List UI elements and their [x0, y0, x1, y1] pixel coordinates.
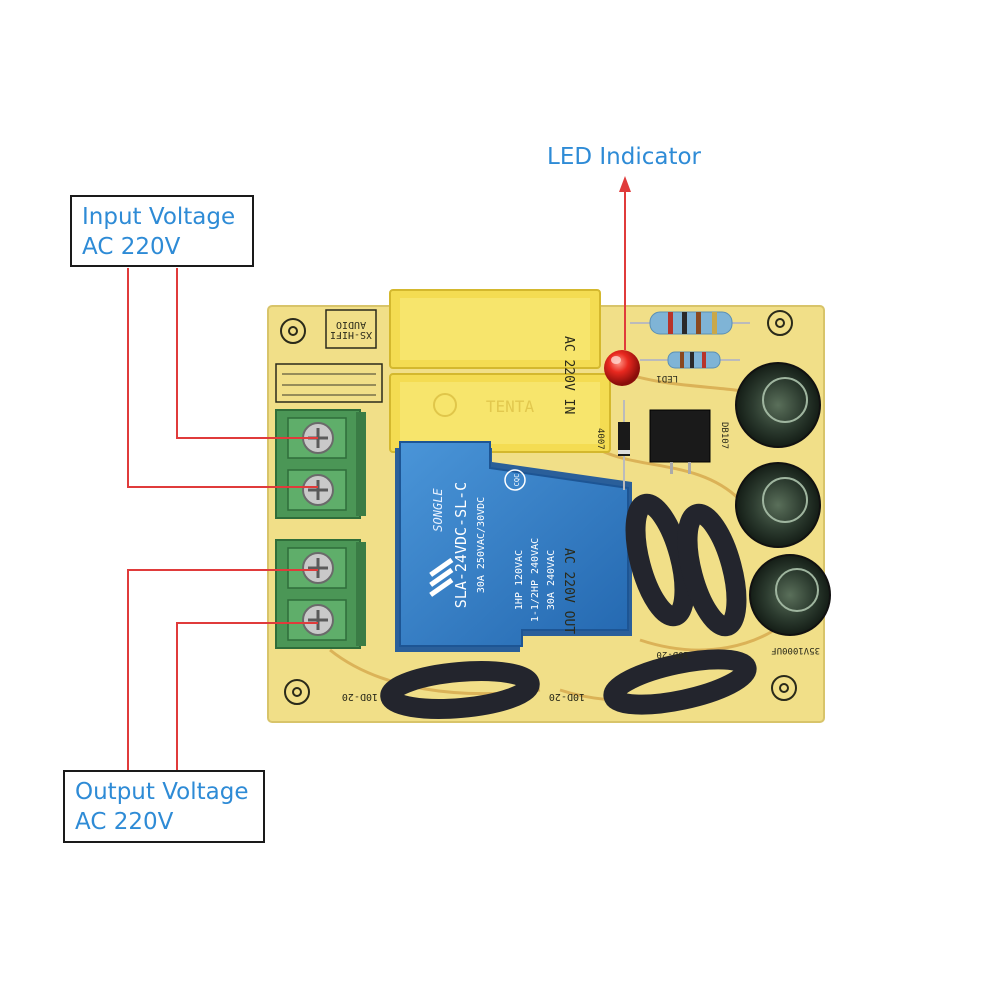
leader-input-1: [176, 268, 318, 439]
led-indicator-label: LED Indicator: [547, 144, 702, 170]
relay-model: SLA-24VDC-SL-C: [452, 482, 470, 608]
xs-label: XS-HIFI: [330, 329, 372, 340]
capacitor-ref: 35V1000UF: [771, 645, 820, 655]
relay-rating-b: 1HP 120VAC: [514, 550, 525, 610]
led-ref: LED1: [656, 373, 678, 383]
thermistors: [380, 493, 757, 719]
input-voltage-line1: Input Voltage: [82, 204, 236, 230]
terminal-label-input: AC 220V IN: [561, 336, 576, 414]
thermistor-ref-3: 10D-20: [656, 649, 689, 659]
relay-rating-a: 30A 250VAC/30VDC: [476, 497, 487, 593]
output-voltage-callout: Output Voltage AC 220V: [63, 770, 265, 843]
mounting-holes: [280, 310, 797, 705]
led-component: [604, 350, 640, 386]
audio-label: AUDIO: [336, 319, 366, 330]
input-voltage-line2: AC 220V: [82, 234, 181, 260]
songle-logo-icon: [429, 557, 454, 597]
output-voltage-line1: Output Voltage: [75, 779, 249, 805]
relay-brand: SONGLE: [431, 488, 445, 532]
resistor-small: [640, 351, 740, 369]
resistor-large: [630, 311, 750, 335]
audio-label-box: [325, 309, 377, 349]
thermistor-ref-1: 10D-20: [342, 691, 378, 702]
leader-output-1: [127, 569, 318, 770]
terminal-label-output: AC 220V OUT: [561, 548, 576, 634]
bridge-rectifier: [649, 409, 711, 474]
diode-ref: 4007: [595, 428, 605, 450]
leader-output-2: [176, 622, 318, 770]
led-arrow-icon: [619, 176, 631, 192]
silkscreen-hatching: [282, 373, 376, 396]
electrolytic-capacitors: [735, 362, 831, 636]
thermistor-ref-2: 10D-20: [549, 691, 585, 702]
film-capacitor-bottom: TENTA: [389, 373, 611, 453]
input-voltage-callout: Input Voltage AC 220V: [70, 195, 254, 267]
title-silkscreen-box: [275, 363, 383, 403]
diode: [618, 400, 630, 490]
leader-lines: [127, 190, 626, 770]
bridge-ref: DB107: [719, 422, 729, 449]
relay: SONGLE SLA-24VDC-SL-C 30A 250VAC/30VDC 1…: [395, 441, 632, 652]
capacitor-brand: TENTA: [486, 397, 535, 416]
relay-rating-d: 30A 240VAC: [546, 550, 557, 610]
output-voltage-line2: AC 220V: [75, 809, 174, 835]
relay-cqc: CQC: [513, 474, 521, 487]
terminal-block-input: [275, 409, 366, 519]
film-capacitor-top: [389, 289, 601, 369]
leader-input-2: [127, 268, 318, 488]
relay-rating-c: 1-1/2HP 240VAC: [530, 538, 541, 622]
